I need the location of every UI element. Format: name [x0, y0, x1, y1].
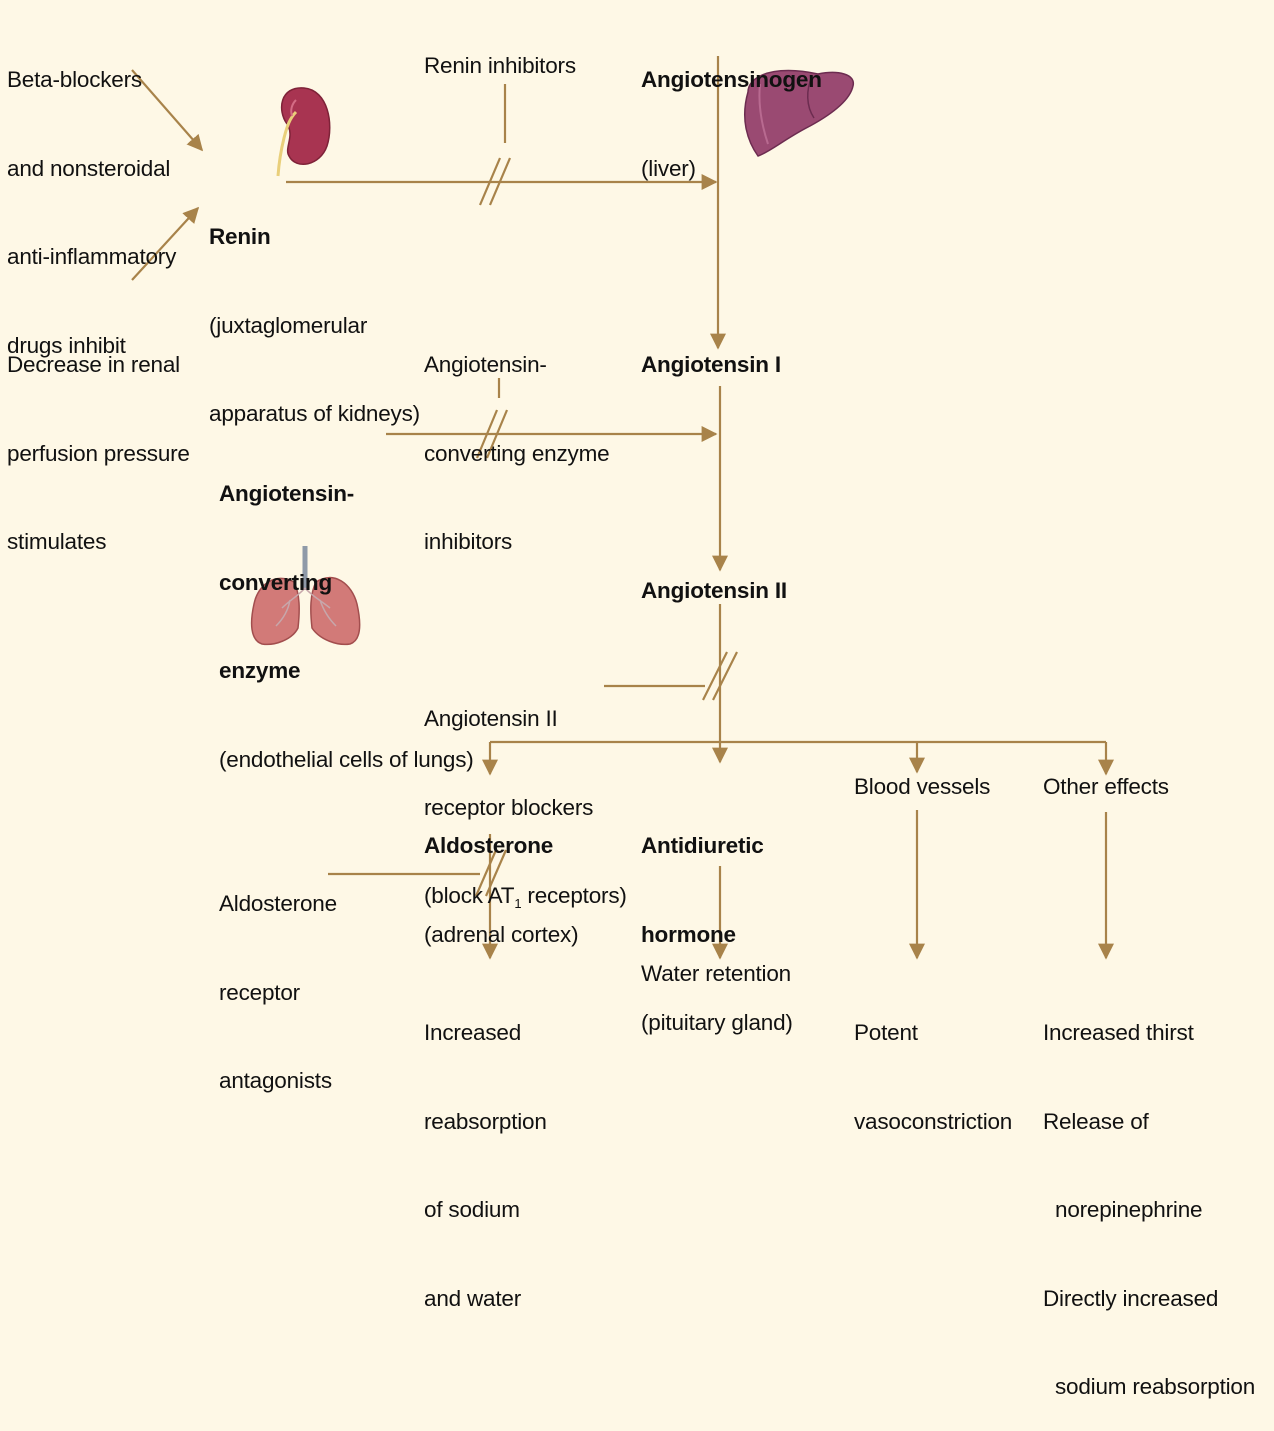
adh-outcome: Water retention — [641, 959, 791, 989]
adh-node: Antidiuretic hormone (pituitary gland) — [641, 772, 793, 1067]
aldosterone-outcome: Increased reabsorption of sodium and wat… — [424, 959, 547, 1343]
other-effects-outcome: Increased thirst Release of norepinephri… — [1043, 959, 1255, 1431]
blood-vessels-outcome: Potent vasoconstriction — [854, 959, 1012, 1166]
angiotensinogen-source: (liver) — [641, 154, 822, 184]
angiotensin-i-node: Angiotensin I — [641, 350, 781, 380]
renin-node: Renin (juxtaglomerular apparatus of kidn… — [209, 163, 420, 458]
raas-diagram-canvas — [0, 0, 1274, 1105]
angiotensin-ii-node: Angiotensin II — [641, 576, 787, 606]
decrease-perfusion-label: Decrease in renal perfusion pressure sti… — [7, 291, 190, 586]
other-effects-node: Other effects — [1043, 772, 1169, 802]
aldosterone-antagonists-label: Aldosterone receptor antagonists — [219, 830, 337, 1125]
angiotensinogen-node: Angiotensinogen (liver) — [641, 6, 822, 213]
aldosterone-node: Aldosterone (adrenal cortex) — [424, 772, 578, 979]
renin-inhibitors-label: Renin inhibitors — [424, 51, 576, 81]
renin-title: Renin — [209, 222, 420, 252]
blood-vessels-node: Blood vessels — [854, 772, 990, 802]
angiotensinogen-title: Angiotensinogen — [641, 65, 822, 95]
